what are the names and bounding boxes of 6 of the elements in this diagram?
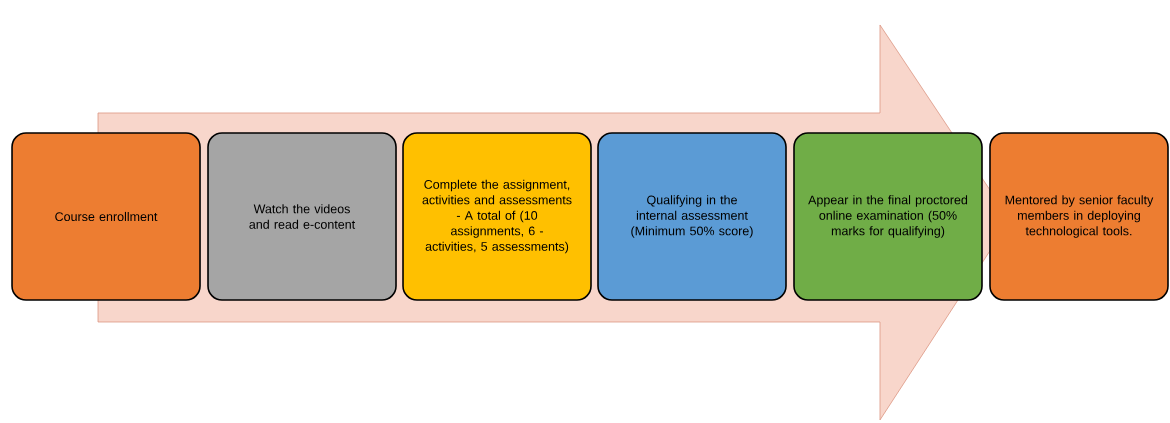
- step-box: Mentored by senior faculty members in deploying technological tools.: [989, 132, 1169, 301]
- step-box: Qualifying in the internal assessment (Minimum 50% score): [597, 132, 787, 301]
- step-box: Watch the videos and read e-content: [207, 132, 397, 301]
- step-box: Course enrollment: [11, 132, 201, 301]
- step-box: Appear in the final proctored online examination (50% marks for qualifying): [793, 132, 983, 301]
- step-box: Complete the assignment, activities and assessments - A total of (10 assignments, 6 - activities, 5 assessments): [402, 132, 592, 301]
